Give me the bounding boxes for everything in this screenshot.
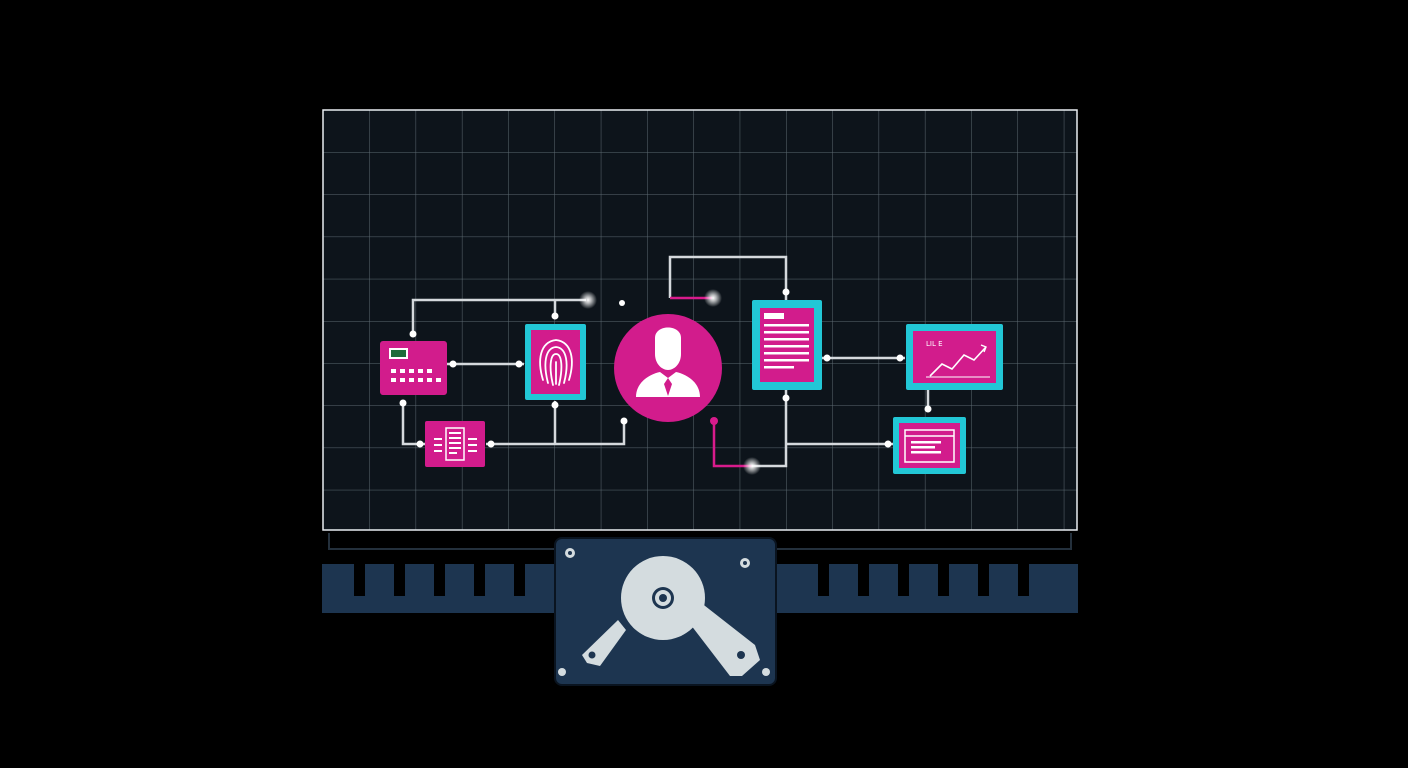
fingerprint-icon	[525, 324, 586, 400]
keypad-card-icon	[380, 341, 447, 395]
user-avatar-icon	[614, 314, 722, 422]
glow-nodes	[579, 289, 761, 475]
document-icon	[752, 300, 822, 390]
browser-window-icon	[893, 417, 966, 474]
receipt-icon	[425, 421, 485, 467]
line-chart-icon: LIL E	[906, 324, 1003, 390]
hard-disk-drive-icon	[554, 537, 777, 686]
junction-dots	[399, 288, 932, 448]
board-frame	[322, 109, 1078, 531]
chart-monitor-label: LIL E	[926, 340, 943, 348]
